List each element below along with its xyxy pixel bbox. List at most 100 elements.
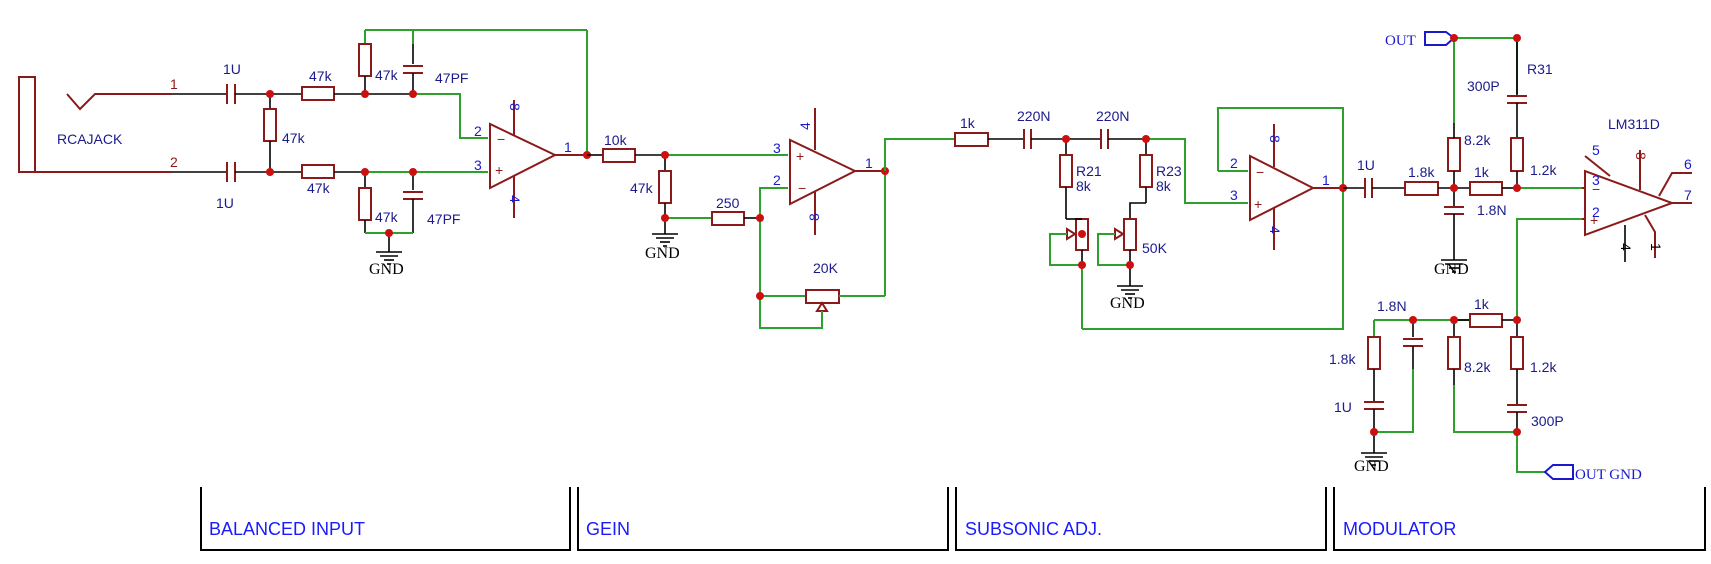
svg-text:GEIN: GEIN xyxy=(586,519,630,539)
gnd-label-5: GND xyxy=(1354,458,1389,475)
svg-text:47k: 47k xyxy=(630,180,654,196)
svg-text:1.8N: 1.8N xyxy=(1477,202,1507,218)
comparator-lm311d: − + LM311D 5 3 2 6 7 8 4 1 xyxy=(1582,116,1692,262)
svg-text:47k: 47k xyxy=(282,130,306,146)
resistor-r-low2: 1.8k xyxy=(1329,336,1381,402)
svg-text:10k: 10k xyxy=(604,132,628,148)
resistor-r-250: 250 xyxy=(711,195,745,226)
resistor-r23: R23 8k xyxy=(1139,139,1182,203)
opamp-u1: − + 2 3 1 8 4 xyxy=(474,100,587,218)
svg-text:50K: 50K xyxy=(1142,240,1168,256)
resistor-r-low1: 1k xyxy=(1454,296,1517,328)
svg-text:MODULATOR: MODULATOR xyxy=(1343,519,1456,539)
rca-jack: RCAJACK 1 2 xyxy=(18,76,178,173)
svg-text:1.8N: 1.8N xyxy=(1377,298,1407,314)
section-gein: GEIN xyxy=(577,487,949,551)
svg-text:+: + xyxy=(796,148,804,164)
jack-pin-1: 1 xyxy=(170,76,178,92)
svg-text:3: 3 xyxy=(1592,172,1600,188)
out-gnd-port: OUT GND xyxy=(1543,464,1642,483)
svg-text:1.2k: 1.2k xyxy=(1530,359,1557,375)
svg-text:1.8k: 1.8k xyxy=(1408,164,1435,180)
svg-text:2: 2 xyxy=(1592,204,1600,220)
svg-text:1U: 1U xyxy=(223,61,241,77)
resistor-r-in1: 47k xyxy=(301,68,365,101)
svg-text:R21: R21 xyxy=(1076,163,1102,179)
svg-text:4: 4 xyxy=(507,195,523,203)
out-port-label: OUT xyxy=(1385,33,1416,49)
svg-text:R31: R31 xyxy=(1527,61,1553,77)
capacitor-c-low3: 300P xyxy=(1507,404,1564,432)
svg-text:47k: 47k xyxy=(307,180,331,196)
svg-text:220N: 220N xyxy=(1096,108,1129,124)
svg-text:4: 4 xyxy=(1267,226,1283,234)
svg-text:1U: 1U xyxy=(216,195,234,211)
resistor-r-low4: 1.2k xyxy=(1510,320,1557,405)
svg-text:8: 8 xyxy=(1267,135,1283,143)
balanced-input-stage: RCAJACK 1 2 1U 1U 47k 47k xyxy=(18,29,591,278)
svg-text:1: 1 xyxy=(1648,243,1664,251)
svg-text:1k: 1k xyxy=(960,115,976,131)
svg-text:1k: 1k xyxy=(1474,296,1490,312)
gnd-label-4: GND xyxy=(1434,261,1469,278)
gain-stage: 10k 47k GND 250 20K xyxy=(587,108,889,329)
svg-text:1U: 1U xyxy=(1357,157,1375,173)
potentiometer-r21 xyxy=(1049,218,1089,266)
svg-text:−: − xyxy=(798,180,806,196)
svg-text:20K: 20K xyxy=(813,260,839,276)
resistor-r-mod4: 1.2k xyxy=(1510,137,1557,188)
resistor-r-low3: 8.2k xyxy=(1447,320,1491,385)
svg-text:LM311D: LM311D xyxy=(1608,116,1660,132)
ground-network: 47k 47PF GND xyxy=(358,171,488,278)
svg-text:5: 5 xyxy=(1592,142,1600,158)
rcajack-label: RCAJACK xyxy=(57,131,123,147)
resistor-r-mod3: 8.2k xyxy=(1447,123,1491,188)
svg-text:300P: 300P xyxy=(1531,413,1564,429)
svg-text:8: 8 xyxy=(507,103,523,111)
svg-text:+: + xyxy=(1254,196,1262,212)
resistor-r-gein-shunt: 47k xyxy=(630,155,672,218)
section-subsonic-adj: SUBSONIC ADJ. xyxy=(955,487,1327,551)
feedback-network: 47k 47PF xyxy=(358,29,588,155)
svg-text:BALANCED INPUT: BALANCED INPUT xyxy=(209,519,365,539)
resistor-r-div: 47k xyxy=(263,94,306,172)
potentiometer-20k: 20K xyxy=(759,260,885,329)
svg-text:−: − xyxy=(1256,164,1264,180)
opamp-u2: + − 3 2 1 4 8 xyxy=(773,108,885,235)
svg-text:2: 2 xyxy=(1230,155,1238,171)
svg-text:8k: 8k xyxy=(1076,178,1092,194)
section-balanced-input: BALANCED INPUT xyxy=(200,487,571,551)
resistor-r-sub: 1k xyxy=(954,115,989,147)
svg-text:8.2k: 8.2k xyxy=(1464,132,1491,148)
svg-text:4: 4 xyxy=(797,122,813,130)
svg-text:2: 2 xyxy=(773,172,781,188)
gnd-label-3: GND xyxy=(1110,295,1145,312)
svg-text:47k: 47k xyxy=(375,67,399,83)
gnd-label-2: GND xyxy=(645,245,680,262)
svg-text:8.2k: 8.2k xyxy=(1464,359,1491,375)
svg-text:1: 1 xyxy=(1322,172,1330,188)
svg-text:1.2k: 1.2k xyxy=(1530,162,1557,178)
svg-text:−: − xyxy=(1592,181,1600,197)
svg-text:1.8k: 1.8k xyxy=(1329,351,1356,367)
resistor-r-mod2: 1k xyxy=(1469,164,1503,196)
out-gnd-label: OUT GND xyxy=(1575,467,1642,483)
svg-text:2: 2 xyxy=(474,123,482,139)
jack-pin-2: 2 xyxy=(170,154,178,170)
svg-text:47PF: 47PF xyxy=(427,211,460,227)
capacitor-c-mod2: 1.8N GND xyxy=(1434,188,1507,278)
svg-text:47k: 47k xyxy=(309,68,333,84)
svg-text:8: 8 xyxy=(1633,152,1649,160)
capacitor-c-in1: 1U xyxy=(172,61,302,104)
capacitor-c-mod: 1U xyxy=(1357,157,1375,198)
svg-text:8k: 8k xyxy=(1156,178,1172,194)
capacitor-c-in2: 1U xyxy=(172,162,302,211)
svg-text:47k: 47k xyxy=(375,209,399,225)
capacitor-220n-2: 220N xyxy=(1096,108,1129,149)
svg-text:3: 3 xyxy=(1230,187,1238,203)
svg-text:8: 8 xyxy=(806,213,822,221)
resistor-r-in2: 47k xyxy=(301,164,365,196)
capacitor-220n-1: 220N xyxy=(1017,108,1050,149)
svg-text:+: + xyxy=(495,162,503,178)
capacitor-c-low2: 1U GND xyxy=(1334,399,1389,475)
